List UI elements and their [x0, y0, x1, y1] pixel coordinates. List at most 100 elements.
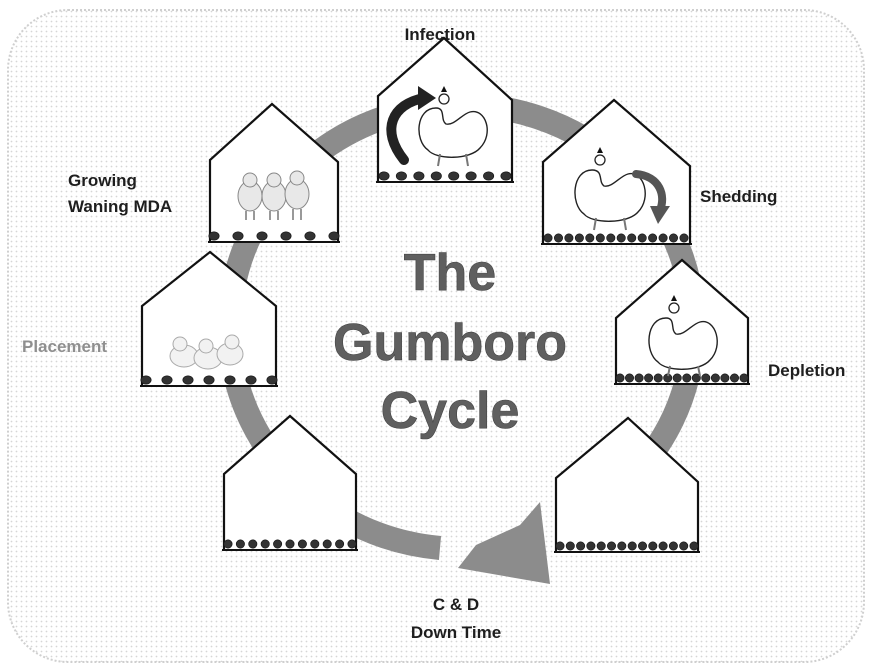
litter-pellet-icon [644, 373, 654, 383]
infection-curved-arrow-icon [386, 86, 436, 165]
litter-pellet-icon [586, 541, 596, 551]
litter-pellet-icon [672, 373, 682, 383]
stage-label-shedding: Shedding [700, 187, 777, 206]
litter-pellet-icon [483, 171, 495, 181]
stage-label-placement: Placement [22, 337, 107, 356]
litter-pellet-icon [739, 373, 749, 383]
litter-pellet-icon [653, 373, 663, 383]
stage-label-down-time: Down Time [411, 623, 501, 642]
litter-pellet-icon [304, 231, 316, 241]
litter-pellet-icon [627, 541, 637, 551]
broiler-chicken-icon [574, 147, 646, 231]
litter-pellet-icon [224, 375, 236, 385]
litter-pellet-icon [606, 233, 616, 243]
litter-pellet-icon [232, 231, 244, 241]
chick-icon [193, 338, 223, 370]
cd-right-house-icon [554, 416, 700, 553]
litter-pellet-icon [448, 171, 460, 181]
litter-pellet-icon [585, 233, 595, 243]
stage-label-cd: C & D [433, 595, 479, 614]
litter-pellet-icon [310, 539, 320, 549]
litter-pellet-icon [648, 233, 658, 243]
litter-pellet-icon [285, 539, 295, 549]
litter-pellet-icon [266, 375, 278, 385]
diagram-title-line-2: Gumboro [333, 314, 567, 372]
litter-pellet-icon [682, 373, 692, 383]
litter-pellet-icon [634, 373, 644, 383]
litter-pellet-icon [430, 171, 442, 181]
shedding-curved-arrow-icon [632, 170, 670, 224]
litter-pellet-icon [203, 375, 215, 385]
litter-pellet-icon [574, 233, 584, 243]
litter-pellet-icon [658, 541, 668, 551]
litter-pellet-icon [576, 541, 586, 551]
litter-pellet-icon [500, 171, 512, 181]
litter-pellet-icon [710, 373, 720, 383]
cd-left-house-icon [222, 414, 358, 551]
broiler-chicken-icon [648, 295, 718, 377]
litter-pellet-icon [260, 539, 270, 549]
litter-pellet-icon [658, 233, 668, 243]
litter-pellet-icon [413, 171, 425, 181]
chick-icon [216, 334, 244, 366]
litter-pellet-icon [617, 541, 627, 551]
litter-pellets [140, 171, 749, 551]
diagram-title-line-1: The [404, 244, 496, 302]
litter-pellet-icon [555, 541, 565, 551]
litter-pellet-icon [627, 233, 637, 243]
litter-pellet-icon [335, 539, 345, 549]
chick-icon [284, 170, 310, 220]
stage-label-growing: Growing [68, 171, 137, 190]
litter-pellet-icon [668, 541, 678, 551]
litter-pellet-icon [720, 373, 730, 383]
litter-pellet-icon [543, 233, 553, 243]
litter-pellet-icon [701, 373, 711, 383]
litter-pellet-icon [648, 541, 658, 551]
litter-pellet-icon [208, 231, 220, 241]
litter-pellet-icon [691, 373, 701, 383]
litter-pellet-icon [182, 375, 194, 385]
litter-pellet-icon [637, 233, 647, 243]
diagram-title-line-3: Cycle [381, 382, 520, 440]
litter-pellet-icon [465, 171, 477, 181]
chick-icon [169, 336, 199, 368]
litter-pellet-icon [223, 539, 233, 549]
litter-pellet-icon [256, 231, 268, 241]
chicks-growing [237, 170, 310, 220]
litter-pellet-icon [606, 541, 616, 551]
stage-label-waning-mda: Waning MDA [68, 197, 172, 216]
stage-label-depletion: Depletion [768, 361, 845, 380]
chick-icon [261, 172, 287, 220]
litter-pellet-icon [378, 171, 390, 181]
litter-pellet-icon [235, 539, 245, 549]
litter-pellet-icon [140, 375, 152, 385]
litter-pellet-icon [248, 539, 258, 549]
litter-pellet-icon [729, 373, 739, 383]
litter-pellet-icon [595, 233, 605, 243]
litter-pellet-icon [322, 539, 332, 549]
litter-pellet-icon [395, 171, 407, 181]
litter-pellet-icon [616, 233, 626, 243]
litter-pellet-icon [564, 233, 574, 243]
litter-pellet-icon [297, 539, 307, 549]
litter-pellet-icon [615, 373, 625, 383]
stage-label-infection: Infection [405, 25, 476, 44]
litter-pellet-icon [679, 233, 689, 243]
litter-pellet-icon [553, 233, 563, 243]
litter-pellet-icon [273, 539, 283, 549]
cycle-arrowhead-icon [458, 502, 550, 584]
litter-pellet-icon [679, 541, 689, 551]
litter-pellet-icon [347, 539, 357, 549]
litter-pellet-icon [668, 233, 678, 243]
broiler-chicken-icon [418, 86, 488, 167]
chick-icon [237, 172, 263, 220]
litter-pellet-icon [328, 231, 340, 241]
litter-pellet-icon [161, 375, 173, 385]
litter-pellet-icon [565, 541, 575, 551]
litter-pellet-icon [245, 375, 257, 385]
litter-pellet-icon [596, 541, 606, 551]
litter-pellet-icon [637, 541, 647, 551]
litter-pellet-icon [624, 373, 634, 383]
litter-pellet-icon [689, 541, 699, 551]
